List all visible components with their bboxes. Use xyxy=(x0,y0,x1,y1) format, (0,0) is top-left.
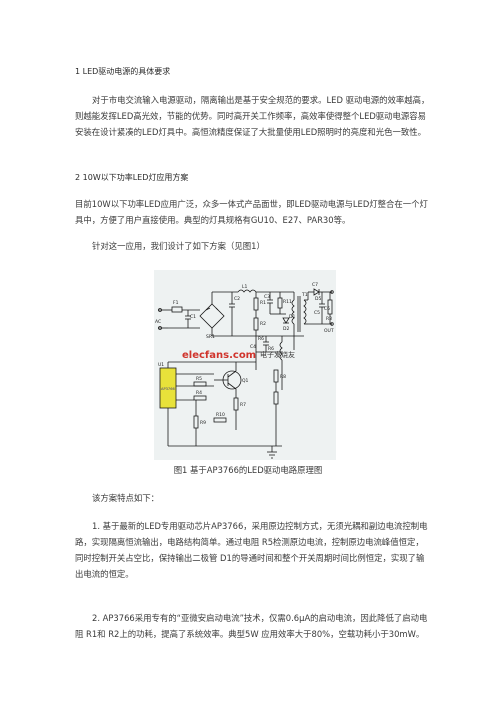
svg-text:OUT: OUT xyxy=(324,328,334,334)
section-2-heading: 2 10W以下功率LED灯应用方案 xyxy=(75,173,189,182)
section-2-paragraph-2: 针对这一应用，我们设计了如下方案（见图1） xyxy=(92,241,265,251)
svg-text:Q1: Q1 xyxy=(242,378,249,384)
watermark-logo: elecfans.com xyxy=(182,350,256,361)
svg-text:D2: D2 xyxy=(283,326,289,332)
svg-text:C2: C2 xyxy=(234,296,240,302)
svg-text:R11: R11 xyxy=(283,299,292,305)
svg-text:U1: U1 xyxy=(158,362,164,368)
svg-text:D5: D5 xyxy=(315,296,321,302)
svg-text:C1: C1 xyxy=(190,314,196,320)
svg-text:D1: D1 xyxy=(289,314,295,320)
section-1-heading: 1 LED驱动电源的具体要求 xyxy=(75,67,171,76)
svg-text:R6: R6 xyxy=(268,346,274,352)
svg-text:C5: C5 xyxy=(314,310,320,316)
feature-item-1: 1. 基于最新的LED专用驱动芯片AP3766，采用原边控制方式，无须光耦和副边… xyxy=(75,521,428,579)
figure-caption: 图1 基于AP3766的LED驱动电路原理图 xyxy=(173,465,323,475)
svg-text:C6: C6 xyxy=(324,306,330,312)
svg-text:R4: R4 xyxy=(196,390,202,396)
svg-text:L1: L1 xyxy=(242,284,248,290)
feature-item-2: 2. AP3766采用专有的“亚微安启动电流”技术，仅需0.6μA的启动电流，因… xyxy=(75,613,428,639)
svg-text:R7: R7 xyxy=(240,402,246,408)
svg-text:R1: R1 xyxy=(260,300,266,306)
svg-text:R8: R8 xyxy=(280,374,286,380)
svg-text:SR1: SR1 xyxy=(206,334,215,340)
circuit-schematic: F1 C1 SR1 AC L1 C2 R1 C3 R11 D1 C6 R2 D2… xyxy=(154,270,336,460)
watermark-chinese: 电子发烧友 xyxy=(260,350,295,359)
svg-text:R5: R5 xyxy=(196,376,202,382)
svg-text:T1: T1 xyxy=(301,292,308,298)
section-1-paragraph: 对于市电交流输入电源驱动，隔离输出是基于安全规范的要求。LED 驱动电源的效率越… xyxy=(75,95,430,137)
svg-text:AP3766: AP3766 xyxy=(161,387,175,391)
svg-text:R3: R3 xyxy=(326,316,332,322)
section-3-intro: 该方案特点如下： xyxy=(92,493,159,503)
schematic-drawing: F1 C1 SR1 AC L1 C2 R1 C3 R11 D1 C6 R2 D2… xyxy=(155,282,334,459)
svg-text:R6: R6 xyxy=(258,336,264,342)
svg-text:AC: AC xyxy=(155,319,161,325)
svg-text:C4: C4 xyxy=(250,344,256,350)
svg-text:R2: R2 xyxy=(260,321,266,327)
svg-text:C3: C3 xyxy=(264,294,270,300)
svg-text:F1: F1 xyxy=(173,300,179,306)
svg-text:C7: C7 xyxy=(312,282,318,288)
svg-text:R10: R10 xyxy=(216,412,225,418)
svg-text:R9: R9 xyxy=(200,420,206,426)
section-2-paragraph-1: 目前10W以下功率LED应用广泛，众多一体式产品面世，即LED驱动电源与LED灯… xyxy=(75,199,428,225)
